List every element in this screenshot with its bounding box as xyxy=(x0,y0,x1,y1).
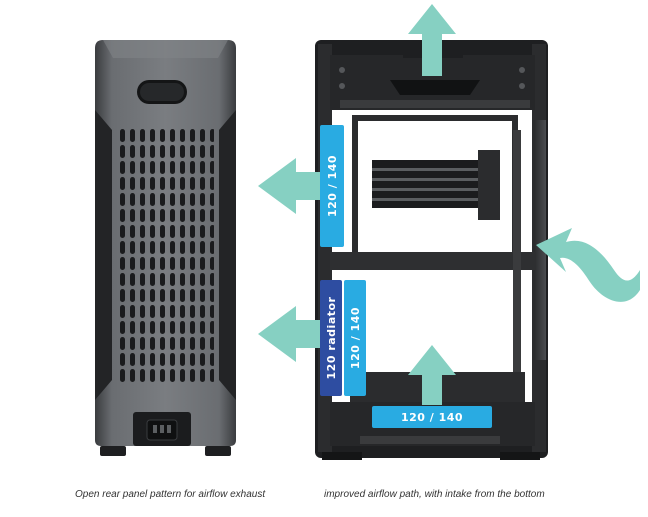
bottom-intake-arrow-icon xyxy=(408,345,456,405)
rear-panel-caption: Open rear panel pattern for airflow exha… xyxy=(75,489,266,500)
side-intake-curved-arrow-icon xyxy=(536,228,640,302)
bottom-fan-badge xyxy=(372,406,492,428)
fan-labels: 120 / 140 120 radiator 120 / 140 120 / 1… xyxy=(320,125,492,428)
top-side-fan-label: 120 / 140 xyxy=(326,155,339,217)
top-exhaust-arrow-icon xyxy=(408,4,456,76)
lower-side-fan-label: 120 / 140 xyxy=(349,307,362,369)
lower-exhaust-arrow-icon xyxy=(258,306,330,362)
rear-vent-pattern xyxy=(118,128,214,383)
bottom-fan-label: 120 / 140 xyxy=(401,411,463,424)
rear-case xyxy=(95,40,236,456)
upper-exhaust-arrow-icon xyxy=(258,158,330,214)
lower-side-fan-badge xyxy=(344,280,366,396)
radiator-badge xyxy=(320,280,342,396)
radiator-label: 120 radiator xyxy=(325,296,338,379)
top-side-fan-badge xyxy=(320,125,344,247)
airflow-arrows xyxy=(258,4,640,405)
airflow-caption: improved airflow path, with intake from … xyxy=(324,489,545,500)
